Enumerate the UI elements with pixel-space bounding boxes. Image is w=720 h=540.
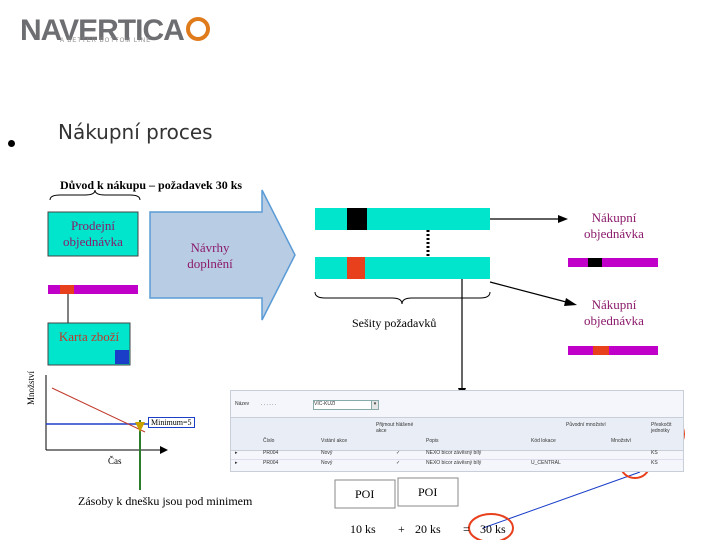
proposals-label: Návrhy doplnění [187,240,233,271]
requisition-worksheets-label: Sešity požadavků [352,316,437,330]
page-title: Nákupní proces [58,120,213,144]
worksheet-name-label: Název [235,401,250,407]
equation-middle: 20 ks [415,522,441,536]
purchase-reason: Důvod k nákupu – požadavek 30 ks [60,178,243,192]
table-row[interactable]: ▸ PR004 Nový ✓ NEXO bicor závěsný bílý U… [231,460,683,469]
equation-equals: = [463,522,470,536]
navertica-logo: NAVERTICA [20,14,210,48]
row-unit: KS [651,460,658,466]
logo-tagline: A BETTER BOTTOM LINE [60,38,152,44]
poi-left-label: POI [355,487,375,501]
item-card-marker [115,350,129,364]
po1-bar-marker [588,258,602,267]
po1-bar [568,258,658,267]
chart-stock-line [51,387,146,433]
row-accept-checkbox[interactable]: ✓ [396,450,401,456]
chart-x-arrow [160,446,168,454]
sales-order-line-marker [60,285,74,294]
po2-bar-marker [593,346,609,355]
row-select-icon[interactable]: ▸ [235,460,238,466]
worksheet-name-input[interactable]: VÍC-KUZI [313,400,373,410]
table-row[interactable]: ▸ PR004 Nový ✓ NEXO bicor závěsný bílý K… [231,450,683,460]
proposal-arrow [149,189,296,321]
logo-name: NAVERTICA [20,14,185,47]
chart-y-label: Množství [26,370,36,405]
row-accept-checkbox[interactable]: ✓ [396,460,401,466]
col-location[interactable]: Kód lokace [531,438,556,444]
arrow-to-purchase-order-2 [489,281,571,304]
highlight-circle-result [468,513,514,540]
chart-min-label: Minimum=5 [148,417,195,428]
worksheet-name-row: Název . . . . . . VÍC-KUZI ▾ [231,400,683,413]
worksheet-bar-bottom-marker [347,257,365,279]
sales-order-line-bar [48,285,138,294]
sales-order-label: Prodejní objednávka [63,218,123,249]
row-action: Nový [321,460,333,466]
row-description: NEXO bicor závěsný bílý [426,460,482,466]
worksheet-name-dropdown-icon[interactable]: ▾ [371,400,379,410]
bullet-icon [8,140,15,147]
worksheet-bar-bottom [315,257,490,279]
row-unit: KS [651,450,658,456]
worksheet-brace [314,291,491,305]
purchase-order-2-label: Nákupní objednávka [584,297,644,328]
worksheet-bar-top [315,208,490,230]
col-number[interactable]: Číslo [263,438,275,444]
col-original-qty[interactable]: Původní množství [566,422,606,428]
logo-ring-icon [185,17,210,41]
sales-order-box [47,211,139,257]
col-accept[interactable]: Přijmout hlášené akce [376,422,414,434]
poi-right-box [397,477,459,507]
row-number: PR004 [263,450,279,456]
col-qty[interactable]: Množství [611,438,632,444]
arrow-head-po1 [558,215,568,223]
worksheet-header-row: Číslo Vstání akce Přijmout hlášené akce … [231,417,683,451]
equation-plus: + [398,522,405,536]
chart-x-label: Čas [108,456,122,466]
reason-brace [49,189,141,201]
purchase-order-1-label: Nákupní objednávka [584,210,644,241]
poi-left-box [334,479,396,509]
col-unit[interactable]: Přeskočit jednotky [651,422,672,434]
arrow-head-po2 [564,298,577,306]
row-number: PR004 [263,460,279,466]
item-card-label: Karta zboží [58,329,120,344]
row-location: U_CENTRAL [531,460,561,466]
col-description[interactable]: Popis [426,438,439,444]
stock-note: Zásoby k dnešku jsou pod minimem [78,494,253,508]
po2-bar [568,346,658,355]
col-action[interactable]: Vstání akce [321,438,348,444]
chart-today-marker [135,422,145,432]
equation-result: 30 ks [480,522,506,536]
row-action: Nový [321,450,333,456]
poi-right-label: POI [418,485,438,499]
row-select-icon[interactable]: ▸ [235,450,238,456]
worksheet-bar-top-marker [347,208,367,230]
equation-left: 10 ks [350,522,376,536]
ui-to-poi-arrow [482,471,641,529]
row-description: NEXO bicor závěsný bílý [426,450,482,456]
worksheet-name-dots: . . . . . . [261,401,277,407]
requisition-worksheet-panel: Název . . . . . . VÍC-KUZI ▾ Číslo Vstán… [230,390,684,472]
